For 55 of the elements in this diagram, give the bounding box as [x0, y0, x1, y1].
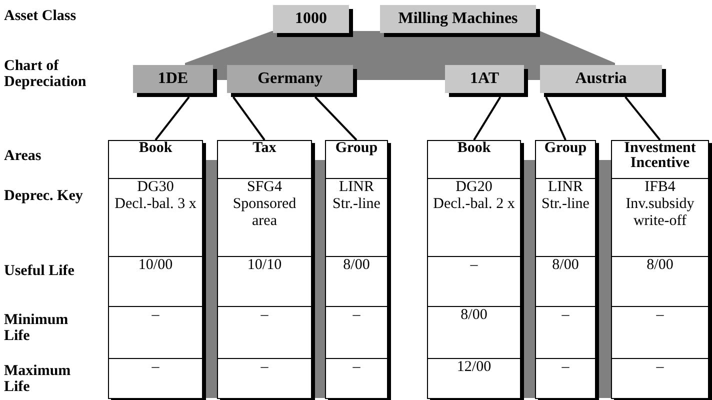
table-cell: 8/00 [428, 307, 520, 359]
table-cell: 8/00 [326, 257, 387, 307]
table-column [217, 140, 312, 399]
connector-line [624, 96, 661, 141]
table-cell: – [612, 307, 708, 359]
column-header: Book [428, 141, 520, 179]
table-cell-text: – [655, 359, 665, 377]
header-box: Austria [540, 65, 662, 93]
connector-line [545, 96, 566, 140]
table-column [427, 140, 521, 399]
row-label: Deprec. Key [4, 188, 84, 204]
table-cell: 10/10 [218, 257, 311, 307]
column-header: Investment Incentive [612, 141, 708, 179]
row-label: Maximum Life [4, 363, 72, 395]
table-column [535, 140, 596, 399]
table-column [325, 140, 388, 399]
table-column [611, 140, 709, 399]
table-cell: LINR Str.-line [536, 179, 595, 257]
header-box: 1AT [445, 65, 524, 93]
table-cell: DG20 Decl.-bal. 2 x [428, 179, 520, 257]
header-box: 1000 [273, 5, 349, 33]
table-cell: 8/00 [536, 257, 595, 307]
table-cell-text: – [150, 359, 160, 377]
table-cell: – [109, 307, 202, 359]
row-label: Chart of Depreciation [4, 58, 88, 90]
row-label: Areas [4, 148, 42, 164]
table-cell-text: – [260, 359, 270, 377]
column-header: Tax [218, 141, 311, 179]
table-cell: IFB4 Inv.subsidy write-off [612, 179, 708, 257]
table-column [108, 140, 203, 399]
column-header: Book [109, 141, 202, 179]
connector-line [473, 96, 502, 141]
table-cell: 8/00 [612, 257, 708, 307]
table-cell: – [218, 307, 311, 359]
table-cell: SFG4 Sponsored area [218, 179, 311, 257]
table-cell-text: – [560, 359, 570, 377]
connector-line [314, 96, 358, 141]
row-label: Minimum Life [4, 312, 70, 344]
table-cell: – [536, 307, 595, 359]
table-cell: – [428, 257, 520, 307]
row-label: Useful Life [4, 263, 76, 279]
connector-line [154, 96, 190, 141]
column-header: Group [536, 141, 595, 179]
table-cell: DG30 Decl.-bal. 3 x [109, 179, 202, 257]
row-label: Asset Class [4, 8, 78, 24]
header-box: Germany [227, 65, 353, 93]
connector-line [232, 96, 266, 141]
table-cell: 10/00 [109, 257, 202, 307]
header-box: 1DE [133, 65, 213, 93]
table-cell: – [326, 307, 387, 359]
table-cell-text: 12/00 [456, 359, 492, 377]
header-box: Milling Machines [380, 5, 536, 33]
column-header: Group [326, 141, 387, 179]
table-cell-text: – [352, 359, 362, 377]
table-cell: LINR Str.-line [326, 179, 387, 257]
